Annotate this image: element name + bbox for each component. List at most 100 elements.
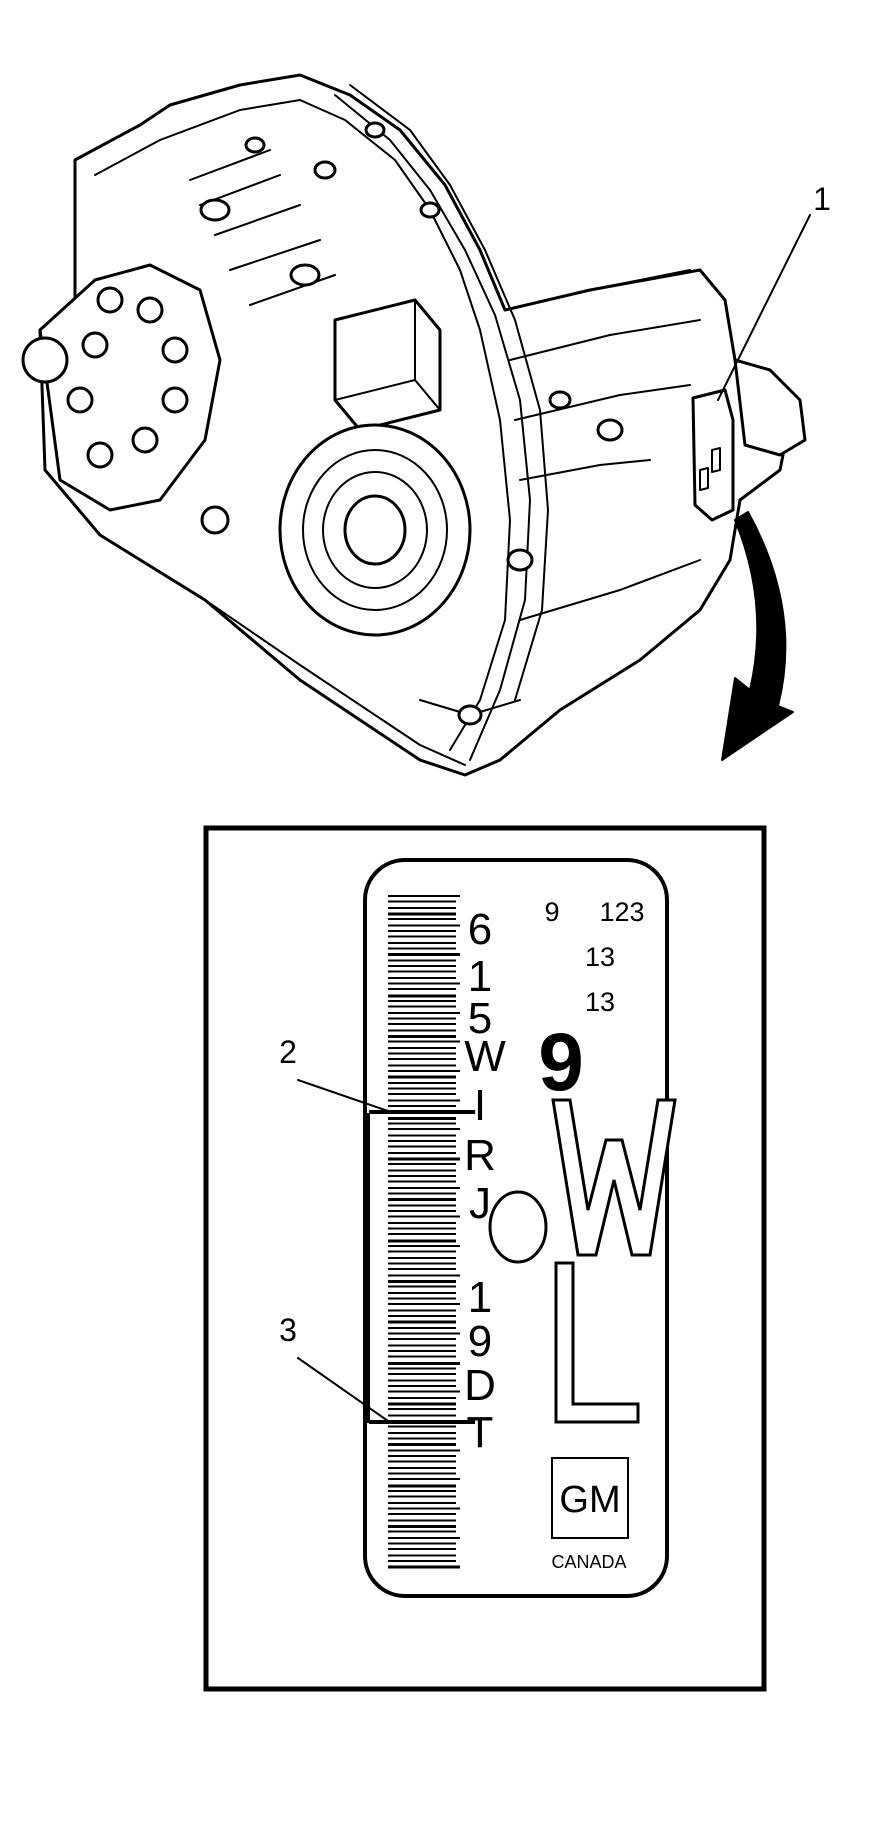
barcode-bar [388,1145,456,1148]
barcode-bar [388,1005,456,1008]
label-circle [488,1190,548,1264]
barcode-bar [388,1402,456,1406]
barcode-bar [388,1192,456,1195]
barcode-bar [388,930,456,932]
barcode-bar [388,953,460,956]
barcode-bar [388,1379,456,1382]
barcode-bar [388,1187,460,1189]
barcode-bar [388,1425,456,1428]
barcode-bar [388,1303,460,1305]
housing-flange [334,94,531,761]
barcode-bar [388,1292,456,1294]
gm-logo-box [551,1457,629,1539]
barcode-bar [388,1414,456,1417]
barcode-bar [388,1320,456,1324]
barcode-bar [388,1040,460,1043]
housing-flange-outer [349,84,549,701]
barcode-bar [388,1035,456,1038]
barcode-bar [388,1513,456,1515]
barcode-bar [388,1117,456,1120]
barcode-bar [388,895,460,897]
barcode-bar [388,1554,456,1557]
barcode-bar [388,1157,460,1161]
barcode-bar [388,1017,456,1020]
label-column-char: 9 [468,1317,492,1366]
barcode-bar [388,1297,456,1300]
letter-l-outline [554,1261,640,1424]
barcode-bar [388,1309,456,1312]
callout-3-leader [297,1357,389,1422]
barcode-bar [388,1169,456,1172]
case-extension [504,269,701,481]
barcode-bar [388,1472,456,1475]
top-9: 9 [544,897,559,927]
barcode-bar [388,912,456,916]
barcode-bar [388,1274,460,1277]
barcode-bar [388,1542,456,1545]
barcode-bar [388,1280,456,1283]
transaxle-illustration [21,73,807,777]
flywheel-bolt-circle [21,263,230,535]
barcode-bar [388,1250,456,1253]
barcode-bar [388,1105,456,1107]
label-column-char: 1 [468,952,492,1001]
axle-seal [278,423,472,637]
barcode-bar [388,1245,460,1247]
barcode-bar [388,1198,456,1201]
barcode-bar [388,1338,456,1340]
barcode-divider [366,1113,370,1423]
side-cover [333,298,442,432]
barcode-bar [388,1152,456,1154]
barcode-bar [388,1408,456,1410]
barcode-bar [388,918,456,920]
barcode-bar [388,1227,456,1230]
barcode-bar [388,1222,456,1224]
barcode-marker-2 [369,1110,475,1114]
label-column-char: D [464,1361,496,1410]
callout-1: 1 [813,181,831,217]
barcode-bar [388,1210,456,1212]
row2-13: 13 [585,942,615,972]
barcode-bar [388,1460,456,1463]
barcode-bar [388,1560,456,1562]
barcode-bar [388,1163,456,1165]
barcode-bar [388,1122,456,1125]
barcode-bar [388,1327,456,1329]
housing-ribs [189,149,336,306]
barcode-bar [388,1455,456,1457]
barcode-bar [388,1268,456,1270]
barcode-bar [388,1484,456,1488]
letter-w-outline [551,1098,677,1257]
barcode-bar [388,1082,456,1084]
barcode-bar [388,1332,460,1335]
barcode-bar [388,1537,460,1539]
barcode-bar [388,900,456,903]
barcode-bar [388,1507,460,1510]
barcode-bar [388,1519,456,1522]
barcode-bar [388,977,456,979]
barcode-bar [388,1058,456,1060]
callout-1-leader [717,214,811,401]
barcode-bar [388,959,456,962]
barcode-bar [388,970,456,973]
barcode-bar [388,1052,456,1055]
barcode-bar [388,1093,456,1095]
barcode-bar [388,1478,460,1480]
row3-13: 13 [585,987,615,1017]
barcode-bar [388,1233,456,1235]
barcode-bar [388,1490,456,1492]
barcode-bar [388,1134,456,1137]
barcode-bar [388,1075,456,1079]
barcode-bar [388,947,456,950]
barcode-bar [388,994,456,998]
curved-arrow [721,511,794,761]
barcode-bar [388,1367,456,1370]
barcode-bar [388,1000,456,1002]
barcode-bar [388,1449,460,1452]
barcode-bar [388,1140,456,1142]
barcode-bar [388,1029,456,1032]
barcode-bar [388,1180,456,1183]
barcode-bar [388,1175,456,1177]
barcode-bar [388,1012,460,1014]
